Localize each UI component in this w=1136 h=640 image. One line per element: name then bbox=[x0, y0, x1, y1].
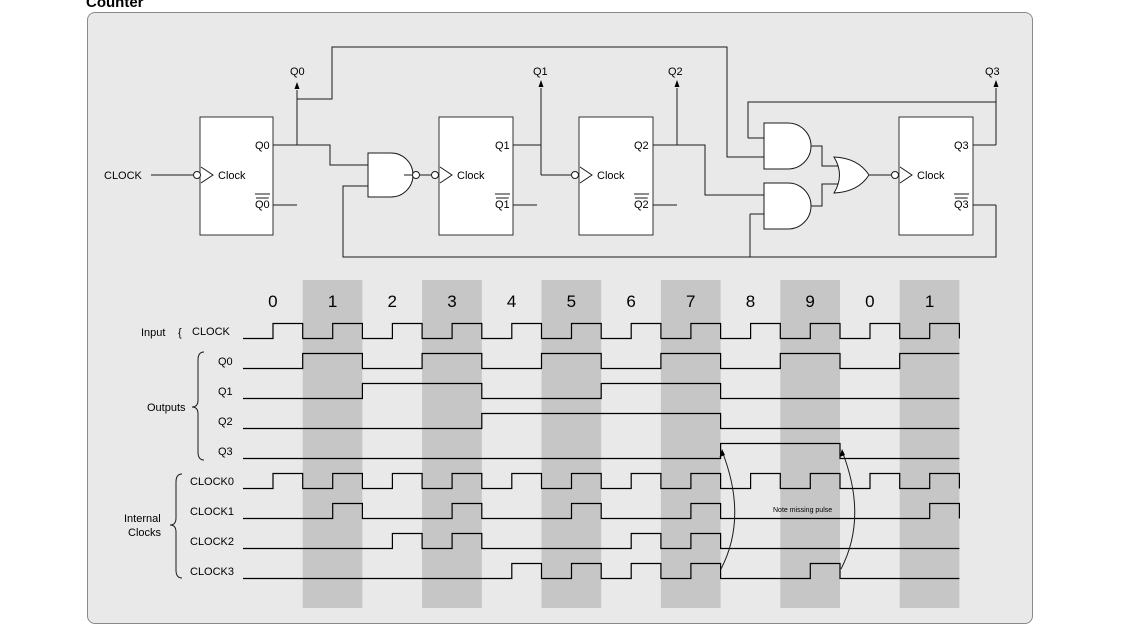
ff1-q-label: Q1 bbox=[495, 140, 510, 152]
group-label-internal: Internal bbox=[124, 513, 161, 525]
signal-label: CLOCK2 bbox=[190, 536, 234, 548]
count-label: 3 bbox=[447, 292, 456, 311]
inverter-bubble-icon bbox=[571, 171, 579, 179]
inverter-bubble-icon bbox=[891, 171, 899, 179]
waveform-clock2 bbox=[243, 532, 960, 550]
signal-label: Q2 bbox=[218, 416, 233, 428]
flipflop-1: Clock Q1 Q1 bbox=[431, 116, 541, 236]
signal-label: CLOCK bbox=[192, 326, 231, 338]
count-label: 1 bbox=[328, 292, 337, 311]
waveforms bbox=[243, 322, 961, 580]
q0-arrow-icon bbox=[294, 82, 300, 89]
ff3-qbar-label: Q3 bbox=[954, 199, 969, 211]
arrowhead-icon bbox=[839, 449, 845, 457]
inverter-bubble-icon bbox=[431, 171, 439, 179]
group-label-clocks: Clocks bbox=[128, 527, 162, 539]
clock-pin-label: Clock bbox=[218, 170, 246, 182]
count-label: 8 bbox=[746, 292, 755, 311]
ff0-qbar-label: Q0 bbox=[255, 199, 270, 211]
or-gate-icon bbox=[833, 156, 870, 194]
and-gate-icon bbox=[763, 122, 812, 170]
count-label: 2 bbox=[388, 292, 397, 311]
waveform-clock1 bbox=[243, 502, 961, 520]
brace-input-icon: { bbox=[178, 327, 182, 339]
arrowhead-icon bbox=[719, 449, 725, 457]
clock-triangle-icon bbox=[899, 166, 913, 184]
count-labels: 0 1 2 3 4 5 6 7 8 9 0 1 bbox=[268, 292, 934, 311]
q0-output-label: Q0 bbox=[290, 66, 305, 78]
group-label-outputs: Outputs bbox=[147, 402, 186, 414]
signal-label: Q0 bbox=[218, 356, 233, 368]
ff0-q-label: Q0 bbox=[255, 140, 270, 152]
brace-internal-icon bbox=[169, 473, 183, 579]
signal-label: Q1 bbox=[218, 386, 233, 398]
waveform-q3 bbox=[243, 442, 960, 460]
count-label: 0 bbox=[268, 292, 277, 311]
signal-label: CLOCK1 bbox=[190, 506, 234, 518]
arrow-q3-rise bbox=[720, 450, 736, 570]
q2-output-label: Q2 bbox=[668, 66, 683, 78]
waveform-clock3 bbox=[243, 562, 960, 580]
circuit-schematic: CLOCK Clock Q0 Q0 Clock Q1 Q1 bbox=[104, 46, 1000, 258]
flipflop-0: Clock Q0 Q0 bbox=[193, 116, 297, 236]
brace-outputs-icon bbox=[191, 351, 205, 461]
timing-diagram: 0 1 2 3 4 5 6 7 8 9 0 1 Input { Outputs Internal Cl… bbox=[124, 292, 961, 580]
note-missing-pulse: Note missing pulse bbox=[773, 507, 832, 514]
inverter-bubble-icon bbox=[193, 171, 201, 179]
count-label: 0 bbox=[865, 292, 874, 311]
ff2-qbar-label: Q2 bbox=[634, 199, 649, 211]
waveform-q2 bbox=[243, 412, 960, 430]
count-label: 4 bbox=[507, 292, 516, 311]
ff1-qbar-label: Q1 bbox=[495, 199, 510, 211]
clock-pin-label: Clock bbox=[597, 170, 625, 182]
signal-label: Q3 bbox=[218, 446, 233, 458]
count-label: 1 bbox=[925, 292, 934, 311]
group-label-input: Input bbox=[141, 327, 165, 339]
q2-arrow-icon bbox=[674, 80, 680, 87]
and-gate-icon bbox=[763, 182, 812, 230]
waveform-clock0 bbox=[243, 472, 961, 490]
arrow-q3-fall bbox=[840, 450, 856, 570]
clock-pin-label: Clock bbox=[917, 170, 945, 182]
clock-input-label: CLOCK bbox=[104, 170, 143, 182]
clock-triangle-icon bbox=[579, 166, 593, 184]
clock-triangle-icon bbox=[200, 166, 214, 184]
count-label: 6 bbox=[626, 292, 635, 311]
waveform-q0 bbox=[243, 352, 960, 370]
page-title: Counter bbox=[86, 0, 144, 11]
signal-label: CLOCK3 bbox=[190, 566, 234, 578]
flipflop-2: Clock Q2 Q2 bbox=[571, 116, 677, 236]
count-label: 7 bbox=[686, 292, 695, 311]
clock-pin-label: Clock bbox=[457, 170, 485, 182]
waveform-clock bbox=[243, 322, 961, 340]
clock-triangle-icon bbox=[439, 166, 453, 184]
flipflop-3: Clock Q3 Q3 bbox=[891, 116, 996, 236]
and-gate-icon bbox=[367, 152, 420, 198]
q3-arrow-icon bbox=[993, 80, 999, 87]
count-label: 9 bbox=[805, 292, 814, 311]
count-shading bbox=[302, 280, 960, 608]
signal-label: CLOCK0 bbox=[190, 476, 234, 488]
ff3-q-label: Q3 bbox=[954, 140, 969, 152]
count-label: 5 bbox=[567, 292, 576, 311]
waveform-q1 bbox=[243, 382, 960, 400]
ff2-q-label: Q2 bbox=[634, 140, 649, 152]
q1-output-label: Q1 bbox=[533, 66, 548, 78]
q3-output-label: Q3 bbox=[985, 66, 1000, 78]
q1-arrow-icon bbox=[538, 80, 544, 87]
